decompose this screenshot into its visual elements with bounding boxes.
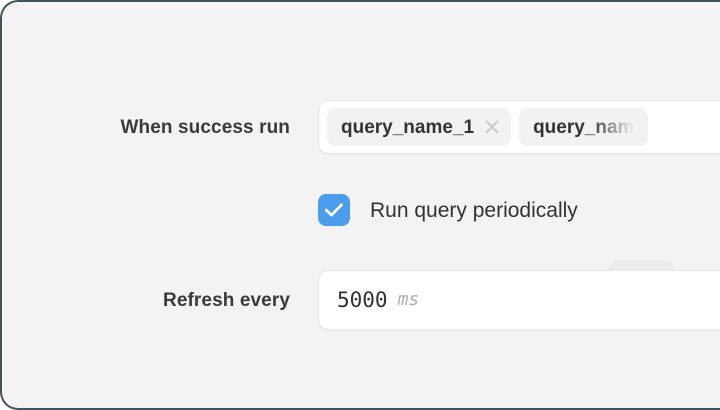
refresh-interval-input[interactable]: 5000 ms <box>318 270 720 330</box>
tag-chip-query-name-1[interactable]: query_name_1 <box>327 108 512 146</box>
when-success-run-label: When success run <box>120 116 290 138</box>
run-periodically-label[interactable]: Run query periodically <box>370 198 578 222</box>
tag-chip-label: query_nam <box>533 116 635 138</box>
run-periodically-checkbox[interactable] <box>318 194 350 226</box>
tag-chip-label: query_name_1 <box>341 116 475 138</box>
run-periodically-row: Run query periodically <box>2 194 720 226</box>
tag-chip-query-name-2[interactable]: query_nam <box>519 108 649 146</box>
tag-field-edge-fade <box>683 101 720 153</box>
close-icon[interactable] <box>483 119 500 136</box>
refresh-every-label: Refresh every <box>163 289 290 311</box>
refresh-every-row: Refresh every 5000 ms <box>2 270 720 330</box>
refresh-field-edge-fade <box>683 271 720 329</box>
refresh-interval-unit: ms <box>397 289 420 310</box>
check-icon <box>324 203 343 217</box>
when-success-run-row: When success run query_name_1 query_nam <box>2 100 720 154</box>
when-success-run-tag-input[interactable]: query_name_1 query_nam <box>318 100 720 154</box>
refresh-interval-value: 5000 <box>337 287 388 312</box>
